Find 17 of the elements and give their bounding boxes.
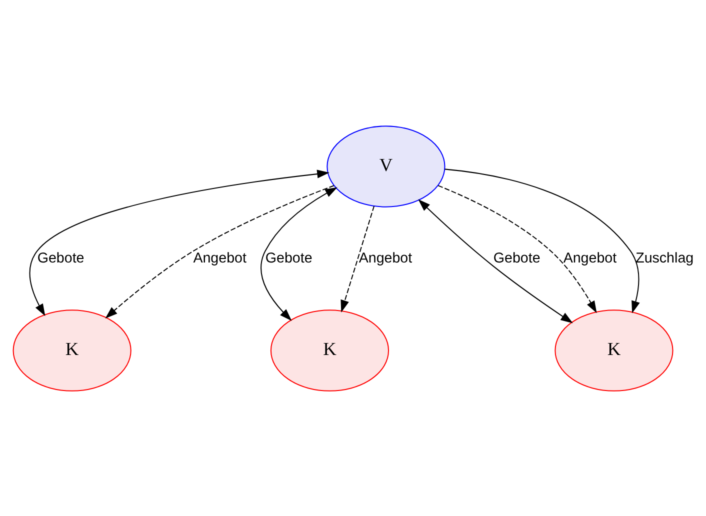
edge-label: Gebote [265,250,312,266]
edge-label: Zuschlag [636,250,694,266]
arrow [260,186,338,320]
edge-label: Gebote [493,250,540,266]
arrow [29,169,330,316]
edge-label: Gebote [37,250,84,266]
arrow [340,205,375,312]
node-ellipse: V [326,125,446,207]
arrow [438,184,597,313]
arrow [418,198,573,323]
arrow [444,168,640,313]
arrow [105,184,334,318]
edge-label: Angebot [193,250,246,266]
edge-label: Angebot [563,250,617,266]
edge-label: Angebot [358,250,412,266]
node-ellipse: K [12,309,132,391]
node-ellipse: K [554,309,674,391]
